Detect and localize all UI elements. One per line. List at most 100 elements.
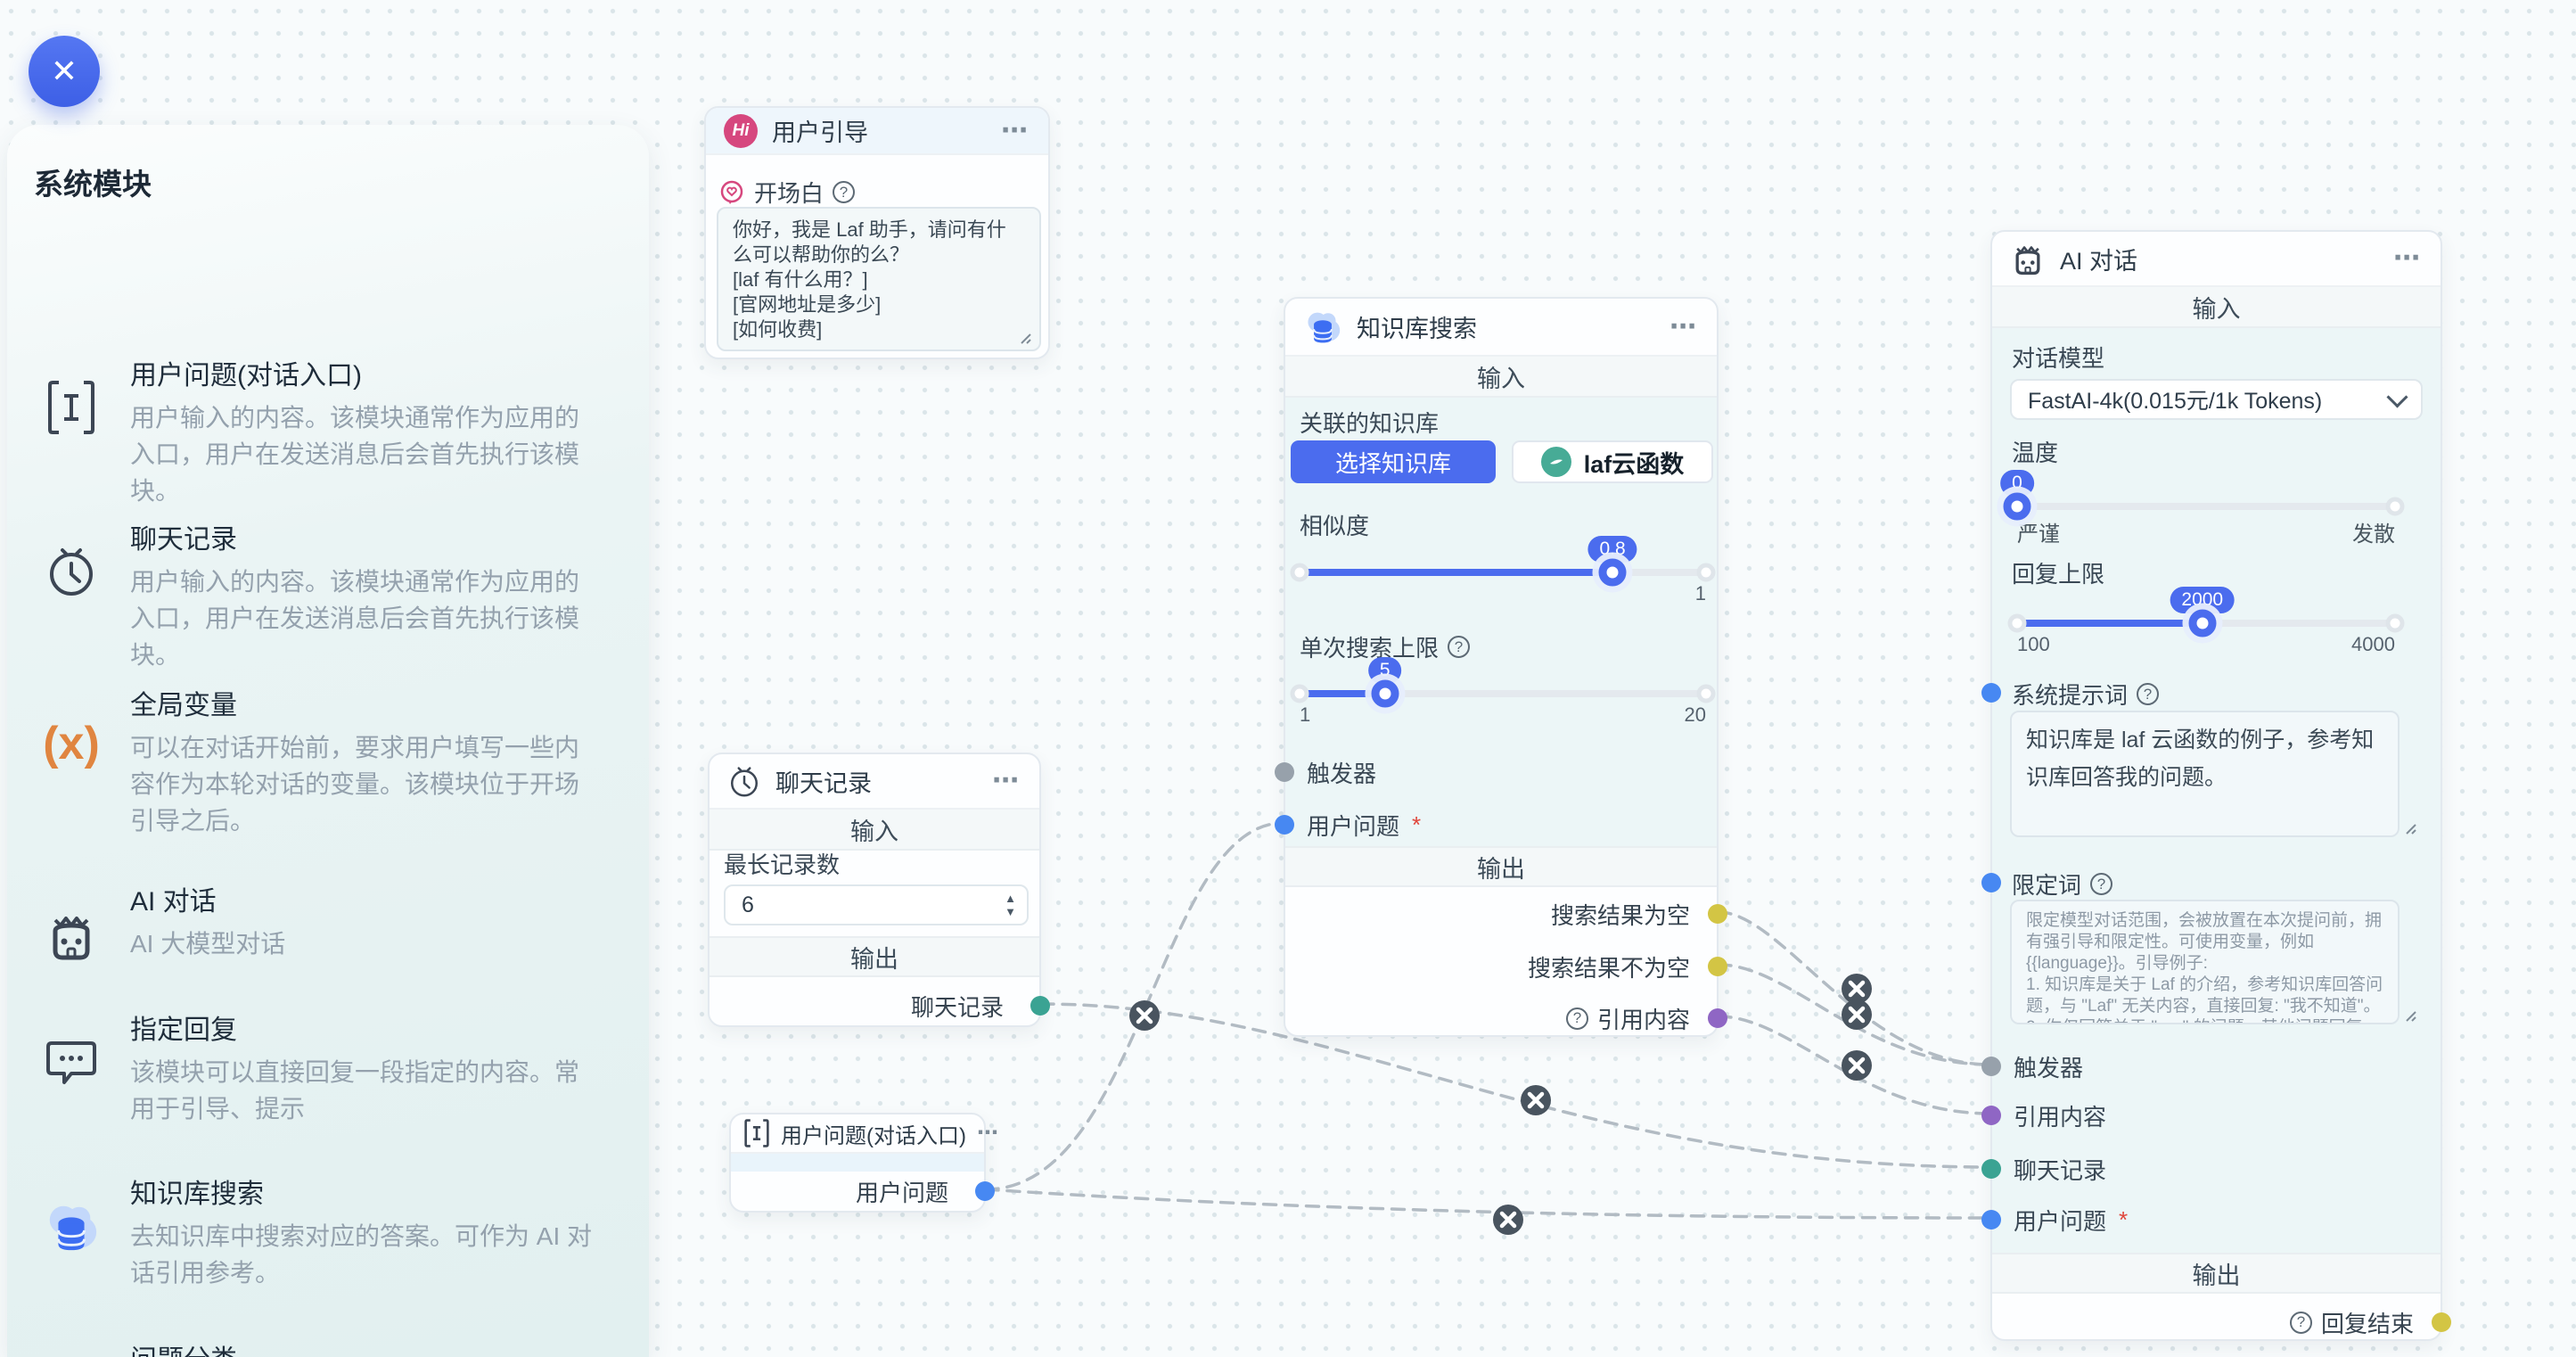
dataset-tag-button[interactable]: laf云函数 <box>1512 440 1713 483</box>
port-ai-system-in[interactable] <box>1981 683 2001 703</box>
edge-delete-icon[interactable] <box>1842 974 1872 1004</box>
help-icon[interactable]: ? <box>2090 873 2113 895</box>
help-icon[interactable]: ? <box>1565 1007 1588 1030</box>
system-prompt-label: 系统提示词 ? <box>2012 678 2160 711</box>
node-header[interactable]: 知识库搜索 ⋯ <box>1285 299 1717 357</box>
trigger-input-label: 触发器 <box>1307 761 1377 787</box>
port-ai-end-out[interactable] <box>2432 1312 2451 1332</box>
history-input-label: 聊天记录 <box>2014 1157 2107 1184</box>
question-input-label: 用户问题* <box>1307 811 1422 840</box>
node-menu-icon[interactable]: ⋯ <box>1001 115 1030 145</box>
sidebar-item-question-classify[interactable]: 问题分类 可以判断用户问题属于哪方面问题，从而执行不同的操作。 <box>43 1337 622 1357</box>
sidebar-item-user-question[interactable]: 用户问题(对话入口) 用户输入的内容。该模块通常作为应用的入口，用户在发送消息后… <box>43 353 622 509</box>
number-stepper[interactable]: ▲▼ <box>994 886 1027 924</box>
database-cloud-icon <box>1303 307 1342 347</box>
edge-delete-buttons <box>1129 974 1872 1235</box>
resize-handle-icon[interactable] <box>1018 331 1032 345</box>
input-section-header: 输入 <box>1285 357 1717 398</box>
port-question-out[interactable] <box>975 1181 995 1201</box>
edge-kb-quote-to-ai <box>1717 1015 1992 1115</box>
quote-input-label: 引用内容 <box>2014 1104 2107 1131</box>
port-ai-question-in[interactable] <box>1981 1210 2001 1230</box>
resize-handle-icon[interactable] <box>2403 821 2417 835</box>
sidebar-item-label: 指定回复 <box>130 1016 237 1045</box>
node-header[interactable]: 聊天记录 ⋯ <box>710 754 1039 810</box>
node-menu-icon[interactable]: ⋯ <box>992 766 1021 795</box>
node-title: 用户问题(对话入口) <box>781 1123 966 1148</box>
node-header[interactable]: Hi 用户引导 ⋯ <box>706 108 1048 155</box>
node-header[interactable]: AI 对话 ⋯ <box>1992 232 2441 287</box>
max-tokens-value-badge: 2000 <box>2170 587 2236 613</box>
welcome-text-input[interactable]: 你好，我是 Laf 助手，请问有什么可以帮助你的么？ [laf 有什么用？] [… <box>717 207 1041 351</box>
sidebar-item-kb-search[interactable]: 知识库搜索 去知识库中搜索对应的答案。可作为 AI 对话引用参考。 <box>43 1172 622 1291</box>
search-limit-max-label: 20 <box>1684 703 1706 726</box>
max-tokens-label: 回复上限 <box>2012 561 2105 588</box>
sidebar-item-desc: 用户输入的内容。该模块通常作为应用的入口，用户在发送消息后会首先执行该模块。 <box>130 568 580 669</box>
edge-delete-icon[interactable] <box>1842 999 1872 1030</box>
output-section-header: 输出 <box>1285 846 1717 887</box>
system-prompt-input[interactable]: 知识库是 laf 云函数的例子，参考知识库回答我的问题。 <box>2010 711 2400 837</box>
temperature-slider[interactable]: 0 严谨 发散 <box>2000 470 2405 547</box>
edge-delete-icon[interactable] <box>1521 1085 1551 1115</box>
sidebar-item-fixed-reply[interactable]: 指定回复 该模块可以直接回复一段指定的内容。常用于引导、提示 <box>43 1007 622 1127</box>
node-chat-history[interactable]: 聊天记录 ⋯ 输入 最长记录数 6 ▲▼ 输出 聊天记录 <box>708 753 1050 1027</box>
output-row: 搜索结果为空 <box>1550 901 1690 929</box>
port-kb-empty-out[interactable] <box>1708 904 1727 924</box>
port-ai-trigger-in[interactable] <box>1981 1057 2001 1076</box>
select-dataset-button[interactable]: 选择知识库 <box>1291 440 1496 483</box>
sidebar-item-chat-history[interactable]: 聊天记录 用户输入的内容。该模块通常作为应用的入口，用户在发送消息后会首先执行该… <box>43 517 622 673</box>
stepper-down-icon: ▼ <box>1005 905 1016 918</box>
edge-delete-icon[interactable] <box>1842 1050 1872 1081</box>
similarity-max-label: 1 <box>1694 582 1706 604</box>
port-ai-quote-in[interactable] <box>1981 1106 2001 1125</box>
node-title: 知识库搜索 <box>1357 316 1477 342</box>
limit-words-input[interactable]: 限定模型对话范围，会被放置在本次提问前，拥有强引导和限定性。可使用变量，例如 {… <box>2010 900 2400 1024</box>
help-icon[interactable]: ? <box>1448 636 1471 658</box>
port-history-out[interactable] <box>1030 996 1050 1016</box>
node-user-guide[interactable]: Hi 用户引导 ⋯ 开场白 ? 你好，我是 Laf 助手，请问有什么可以帮助你的… <box>704 106 1050 359</box>
node-menu-icon[interactable]: ⋯ <box>2393 243 2423 273</box>
node-kb-search[interactable]: 知识库搜索 ⋯ 输入 关联的知识库 选择知识库 laf云函数 相似度 0.8 1… <box>1275 297 1727 1037</box>
sidebar-item-global-variable[interactable]: (x) 全局变量 可以在对话开始前，要求用户填写一些内容作为本轮对话的变量。该模… <box>43 683 622 839</box>
edge-delete-icon[interactable] <box>1129 1000 1160 1031</box>
node-title: 聊天记录 <box>775 769 872 797</box>
port-kb-question-in[interactable] <box>1275 815 1294 835</box>
max-tokens-slider[interactable]: 2000 100 4000 <box>2007 587 2405 655</box>
help-icon[interactable]: ? <box>2137 683 2160 705</box>
port-kb-trigger-in[interactable] <box>1275 762 1294 782</box>
node-menu-icon[interactable]: ⋯ <box>976 1121 1001 1145</box>
similarity-slider[interactable]: 0.8 1 <box>1290 536 1716 604</box>
resize-handle-icon[interactable] <box>2403 1008 2417 1023</box>
node-ai-chat[interactable]: AI 对话 ⋯ 输入 对话模型 FastAI-4k(0.015元/1k Toke… <box>1981 230 2451 1341</box>
help-icon[interactable]: ? <box>2289 1311 2312 1334</box>
port-kb-notempty-out[interactable] <box>1708 957 1727 976</box>
node-header[interactable]: 用户问题(对话入口) ⋯ <box>731 1114 998 1154</box>
edge-kb-empty-to-ai <box>1717 910 1992 1066</box>
port-ai-limit-in[interactable] <box>1981 873 2001 892</box>
search-limit-slider[interactable]: 5 1 20 <box>1290 657 1716 726</box>
help-icon[interactable]: ? <box>833 181 856 203</box>
temperature-label: 温度 <box>2012 440 2059 466</box>
input-section-header: 输入 <box>1992 287 2441 328</box>
port-kb-quote-out[interactable] <box>1708 1008 1727 1028</box>
sidebar-item-label: 聊天记录 <box>130 525 237 555</box>
dataset-label: 关联的知识库 <box>1300 410 1440 437</box>
model-select[interactable]: FastAI-4k(0.015元/1k Tokens) <box>2010 379 2423 420</box>
output-row: 用户问题 <box>855 1179 948 1206</box>
stepper-up-icon: ▲ <box>1005 892 1016 905</box>
node-user-question[interactable]: 用户问题(对话入口) ⋯ 用户问题 <box>729 1113 998 1213</box>
edge-delete-icon[interactable] <box>1493 1205 1523 1235</box>
heart-bubble-icon <box>720 180 743 204</box>
sidebar-item-ai-chat[interactable]: AI 对话 AI 大模型对话 <box>43 879 622 966</box>
similarity-label: 相似度 <box>1300 513 1370 539</box>
chat-bubble-icon <box>43 1032 100 1127</box>
clock-icon <box>43 542 100 673</box>
search-limit-value-badge: 5 <box>1367 657 1402 684</box>
slider-thumb <box>2003 492 2031 521</box>
max-records-input[interactable]: 6 ▲▼ <box>724 884 1029 925</box>
port-ai-history-in[interactable] <box>1981 1159 2001 1179</box>
search-limit-min-label: 1 <box>1300 703 1311 726</box>
close-panel-button[interactable]: ✕ <box>29 36 100 107</box>
node-menu-icon[interactable]: ⋯ <box>1669 311 1699 341</box>
